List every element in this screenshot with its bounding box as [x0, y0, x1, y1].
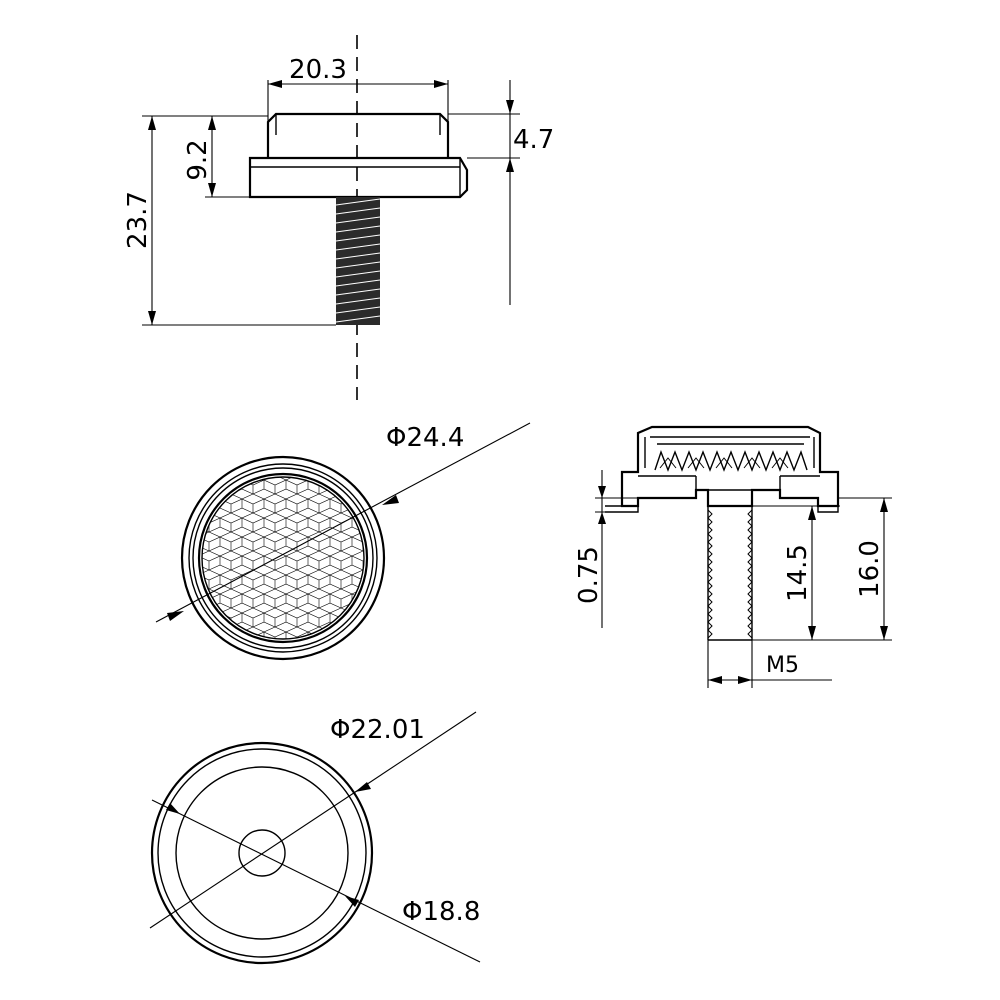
label-cap-height: 4.7 [513, 125, 554, 155]
dim-inner-diameter-bottom: Φ18.8 [151, 799, 480, 963]
label-outer-diameter-top: Φ24.4 [386, 423, 464, 453]
section-outline [620, 425, 840, 508]
dim-cap-height: 4.7 [448, 80, 554, 305]
flange-outline [248, 156, 469, 199]
label-head-height: 9.2 [183, 139, 213, 180]
dim-head-height: 9.2 [183, 115, 268, 198]
section-thread [707, 506, 753, 641]
serrated-mesh [654, 449, 808, 472]
threaded-shank [335, 197, 381, 325]
label-outer-diameter-bottom: Φ22.01 [330, 715, 425, 745]
label-thread-size: M5 [766, 653, 799, 678]
dim-total-height: 23.7 [123, 115, 336, 326]
label-gap: 0.75 [574, 546, 604, 604]
section-view: 0.75 14.5 16.0 M5 [574, 425, 892, 688]
knurl-mesh [202, 477, 364, 639]
label-inner-diameter-bottom: Φ18.8 [402, 897, 480, 927]
label-total-height: 23.7 [123, 191, 153, 249]
top-view: Φ24.4 [155, 422, 531, 661]
dim-top-width: 20.3 [267, 55, 449, 140]
label-overall-length: 16.0 [855, 540, 885, 598]
bottom-view: Φ22.01 Φ18.8 [149, 711, 480, 965]
label-thread-length: 14.5 [783, 544, 813, 602]
cap-outline [266, 112, 450, 158]
label-top-width: 20.3 [289, 55, 347, 85]
dim-overall-length: 16.0 [820, 497, 892, 641]
side-view: 20.3 4.7 9.2 23.7 [123, 35, 554, 400]
dim-outer-diameter-top: Φ24.4 [155, 422, 531, 623]
dim-gap: 0.75 [574, 470, 638, 628]
dim-outer-diameter-bottom: Φ22.01 [149, 711, 477, 929]
dim-thread-length: 14.5 [752, 505, 840, 641]
dim-thread-size: M5 [707, 640, 832, 688]
